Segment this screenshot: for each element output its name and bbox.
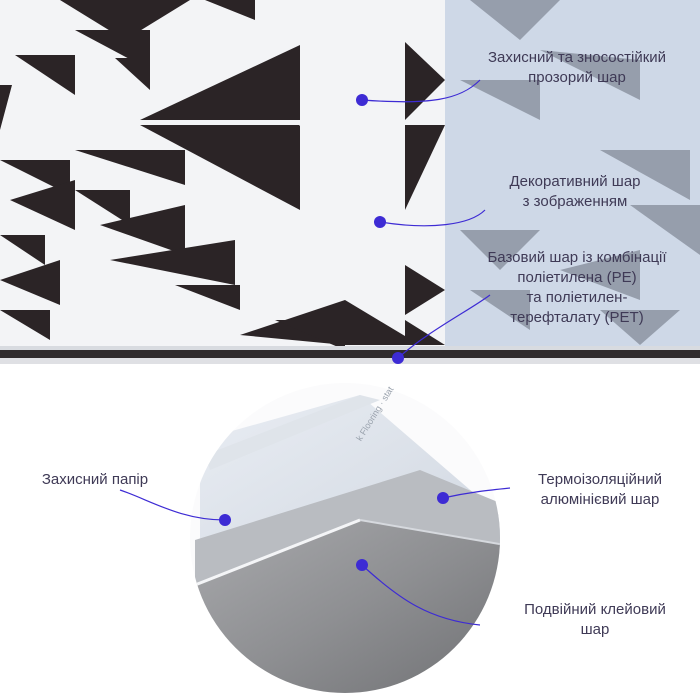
callout-dot-6 <box>356 559 368 571</box>
floor-panel <box>0 0 700 364</box>
label-base-layer: Базовий шар із комбінації поліетилена (P… <box>487 249 667 326</box>
leader-line-2 <box>379 209 486 227</box>
closeup-circle: k Flooring · stat <box>190 383 500 693</box>
panel-edge-base <box>0 346 700 350</box>
label-adhesive-layer: Подвійний клейовий шар <box>524 601 666 638</box>
adhesive-layer <box>195 520 500 693</box>
leader-line-3 <box>397 294 491 359</box>
leader-line-5 <box>442 487 511 499</box>
callout-dot-2 <box>374 216 386 228</box>
leader-lines <box>119 79 511 626</box>
label-protective-paper: Захисний папір <box>41 471 149 488</box>
label-protective-layer: Захисний та зносостійкий прозорий шар <box>487 49 667 86</box>
leader-line-4 <box>119 489 226 521</box>
transparent-layer-overlay <box>445 0 700 352</box>
callout-dot-4 <box>219 514 231 526</box>
panel-shadow <box>0 358 700 364</box>
leader-line-6 <box>361 564 481 626</box>
callout-dot-5 <box>437 492 449 504</box>
paper-curl <box>205 395 380 470</box>
callout-dot-3 <box>392 352 404 364</box>
callout-dot-1 <box>356 94 368 106</box>
label-aluminium-layer: Термоізоляційний алюмінієвий шар <box>538 471 662 508</box>
foil-edge <box>194 518 361 587</box>
leader-line-1 <box>361 79 481 103</box>
label-decorative-layer: Декоративний шар з зображенням <box>509 173 641 210</box>
callout-dots <box>219 94 449 571</box>
aluminium-layer <box>195 470 500 585</box>
panel-edge-dark <box>0 350 700 358</box>
